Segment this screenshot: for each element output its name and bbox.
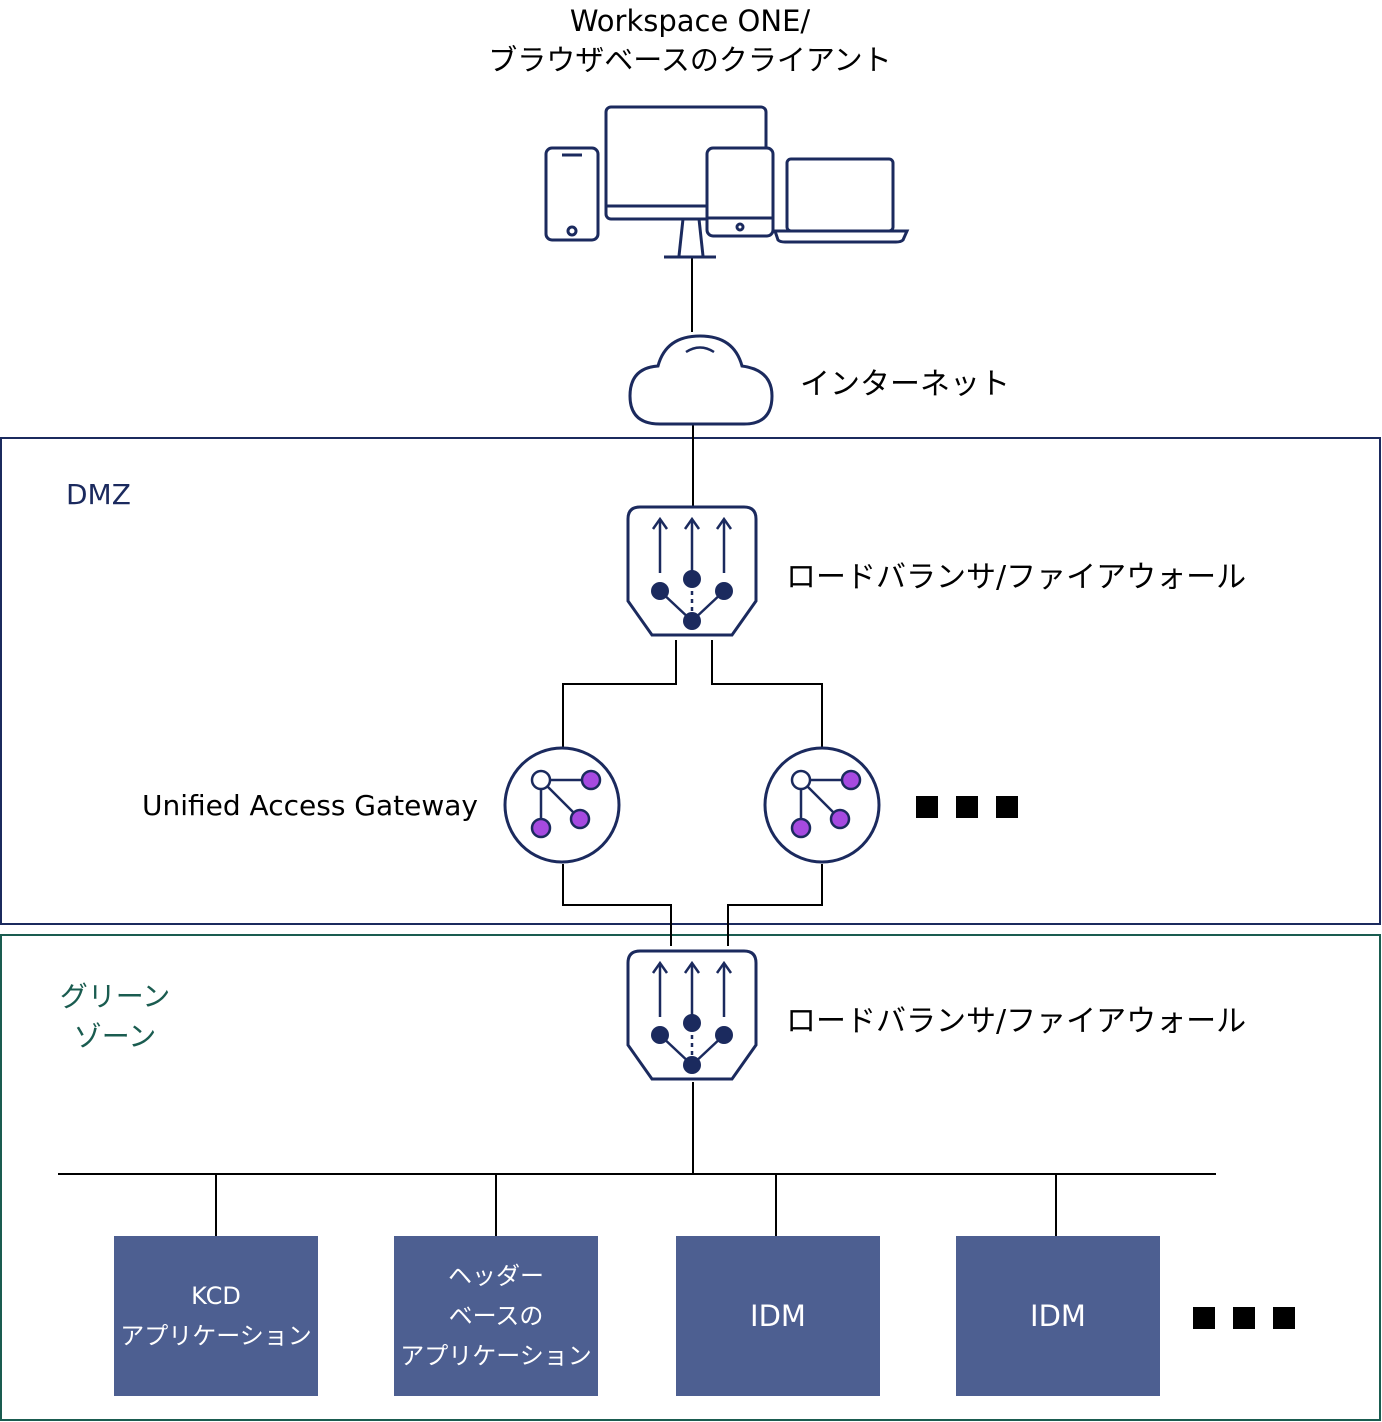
client-title-line2: ブラウザベースのクライアント	[488, 43, 892, 77]
gateway-icon-2[interactable]	[763, 746, 881, 864]
load-balancer-icon-green[interactable]	[626, 949, 758, 1081]
load-balancer-label-dmz: ロードバランサ/ファイアウォール	[786, 560, 1247, 595]
green-zone-label-line1: グリーン	[59, 980, 171, 1013]
gateway-icon-1[interactable]	[503, 746, 621, 864]
server-box-kcd[interactable]: KCD アプリケーション	[114, 1236, 318, 1396]
devices-icon	[544, 105, 910, 259]
load-balancer-label-green: ロードバランサ/ファイアウォール	[786, 1004, 1247, 1039]
green-zone-label: グリーン ゾーン	[20, 977, 210, 1057]
server-box-idm-2[interactable]: IDM	[956, 1236, 1160, 1396]
server-label-line: IDM	[750, 1299, 806, 1333]
dmz-zone	[0, 437, 1381, 925]
server-label-line: ヘッダー	[448, 1262, 544, 1290]
connector-lines	[58, 258, 1216, 1236]
server-label-line: KCD	[191, 1282, 241, 1310]
load-balancer-icon-dmz[interactable]	[626, 505, 758, 637]
server-box-idm-1[interactable]: IDM	[676, 1236, 880, 1396]
server-box-header-based[interactable]: ヘッダー ベースの アプリケーション	[394, 1236, 598, 1396]
green-zone	[0, 934, 1381, 1421]
server-label-line: アプリケーション	[120, 1322, 312, 1350]
server-label-line: アプリケーション	[400, 1342, 592, 1370]
server-label-line: ベースの	[448, 1302, 544, 1330]
uag-label: Unified Access Gateway	[142, 789, 478, 822]
dmz-label: DMZ	[66, 478, 131, 511]
internet-label: インターネット	[800, 367, 1010, 402]
green-zone-label-line2: ゾーン	[73, 1020, 157, 1053]
cloud-icon-detail	[685, 346, 715, 354]
cloud-icon	[628, 334, 774, 426]
client-title-line1: Workspace ONE/	[569, 4, 811, 38]
server-label-line: IDM	[1030, 1299, 1086, 1333]
client-title: Workspace ONE/ ブラウザベースのクライアント	[440, 2, 940, 80]
